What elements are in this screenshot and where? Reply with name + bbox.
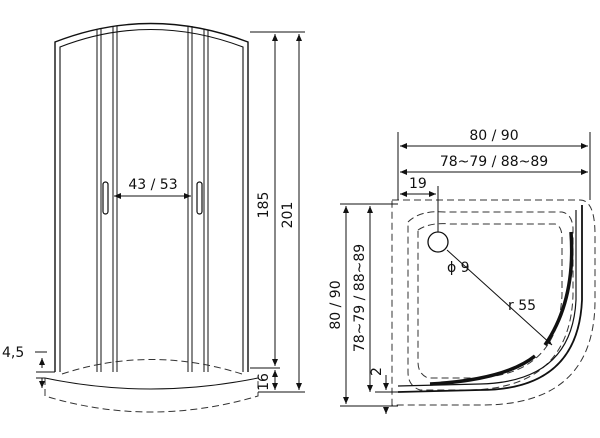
plan-view: r 55 ϕ 9 80 / 90 78~79 / 88~89 19 80 / 9…	[328, 128, 596, 414]
glass-height-label: 185	[256, 192, 272, 219]
front-view: 43 / 53 4,5 185 201 16	[2, 22, 305, 413]
tray-height-label: 16	[256, 373, 272, 391]
drain-offset-label: 19	[409, 176, 427, 192]
outer-size-label: 80 / 90	[469, 128, 518, 144]
tray-outline	[391, 199, 596, 406]
depth-inner-label: 78~79 / 88~89	[352, 244, 368, 352]
tray-top	[44, 377, 259, 390]
radius-label: r 55	[508, 298, 536, 314]
enclosure-curve	[397, 205, 583, 393]
drain	[427, 231, 449, 253]
drain-diameter-label: ϕ 9	[447, 260, 470, 276]
enclosure-frame	[54, 22, 249, 372]
enclosure-curve-inner	[397, 210, 577, 387]
tray-base-outline	[61, 359, 243, 375]
rim-height-label: 2	[369, 367, 385, 376]
tray-basin	[407, 211, 574, 391]
radius-dimension-line	[446, 249, 553, 346]
depth-outer-label: 80 / 90	[328, 280, 344, 329]
door-handle-left	[102, 181, 109, 215]
door-opening-label: 43 / 53	[128, 177, 177, 193]
tray-basin-inner	[417, 223, 563, 379]
enclosure-frame-inner	[59, 28, 244, 372]
door-rail	[543, 231, 574, 346]
total-height-label: 201	[280, 202, 296, 229]
door-rail	[429, 354, 537, 386]
base-offset-label: 4,5	[2, 345, 24, 361]
inner-size-label: 78~79 / 88~89	[440, 154, 548, 170]
shower-tray	[44, 378, 259, 413]
door-handle-right	[196, 181, 203, 215]
